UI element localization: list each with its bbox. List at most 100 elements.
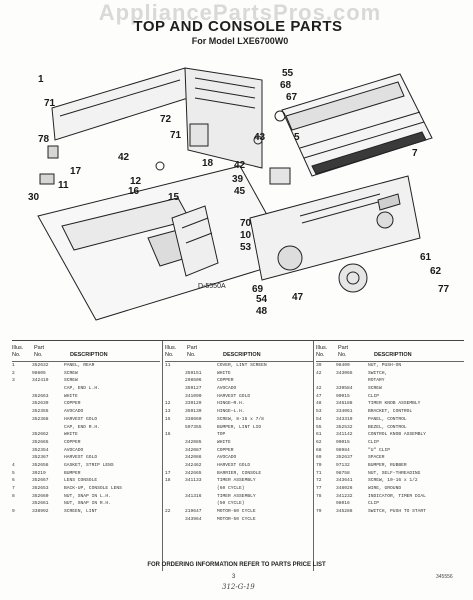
figure-callouts: 1 71 78 30 17 11 16 12 72 71 42 18 15 55… — [28, 68, 450, 317]
description: AVOCADO — [217, 386, 237, 392]
description: HINGE—L.H. — [217, 409, 245, 415]
svg-text:53: 53 — [240, 242, 252, 253]
description: SCREW — [64, 378, 78, 384]
table-row: (60 CYCLE) — [165, 485, 313, 493]
svg-text:7: 7 — [412, 148, 418, 159]
description: NUT, SELF-THREADING — [368, 470, 421, 476]
part-no: 298506 — [185, 378, 202, 384]
illus-no: 42 — [316, 370, 322, 376]
svg-text:45: 45 — [234, 186, 246, 197]
svg-text:42: 42 — [118, 152, 130, 163]
svg-text:54: 54 — [256, 294, 268, 305]
part-no: 339129 — [185, 401, 202, 407]
rear-panel — [51, 67, 189, 141]
svg-text:10: 10 — [240, 230, 252, 241]
description: SCREW — [368, 386, 382, 392]
description: NUT, SNAP IN L.H. — [64, 493, 111, 499]
description: AVOCADO — [64, 447, 84, 453]
svg-text:43: 43 — [254, 132, 266, 143]
part-no: 342086 — [185, 455, 202, 461]
description: NUT, PUSH-ON — [368, 363, 402, 368]
part-no: 345286 — [336, 509, 353, 515]
description: SCREW, 8-15 x 7/8 — [217, 416, 264, 422]
illus-no: 3 — [12, 378, 15, 384]
part-no: 338992 — [32, 509, 49, 515]
illus-no: 39 — [316, 363, 322, 368]
illus-no: 48 — [316, 401, 322, 407]
part-no: 98758 — [336, 470, 350, 476]
handwritten-note: 312-G-19 — [222, 583, 255, 591]
svg-text:47: 47 — [292, 292, 304, 303]
svg-text:48: 48 — [256, 306, 268, 317]
part-no: 343964 — [185, 516, 202, 522]
illus-no: 69 — [316, 455, 322, 461]
description: BUMPER, RUBBER — [368, 462, 407, 468]
illus-no: 7 — [12, 486, 15, 491]
description: PANEL, REAR — [64, 363, 95, 368]
description: SCREEN, LINT — [64, 509, 98, 515]
part-no: 346188 — [336, 401, 353, 407]
part-no: 98400 — [336, 363, 350, 368]
part-no: 348026 — [336, 486, 353, 491]
svg-text:61: 61 — [420, 252, 432, 263]
part-no: 98016 — [336, 501, 350, 507]
page-title: TOP AND CONSOLE PARTS — [133, 18, 343, 35]
description: TIMER ASSEMBLY — [217, 493, 256, 499]
svg-text:77: 77 — [438, 284, 450, 295]
part-no: 352661 — [32, 501, 49, 507]
illus-no: 61 — [316, 432, 322, 438]
svg-text:69: 69 — [252, 284, 264, 295]
illus-no: 15 — [165, 416, 171, 422]
description: CONTROL KNOB ASSEMBLY — [368, 432, 426, 438]
illus-no: 78 — [316, 493, 322, 499]
description: HARVEST GOLD — [217, 393, 251, 399]
description: BARRIER, CONSOLE — [217, 470, 262, 476]
part-no: 352355 — [32, 409, 49, 415]
part-no: 359151 — [185, 370, 202, 376]
part-no: 342462 — [185, 462, 202, 468]
description: MOTOR-60 CYCLE — [217, 509, 256, 515]
description: PANEL, CONTROL — [368, 416, 407, 422]
ordering-footer: FOR ORDERING INFORMATION REFER TO PARTS … — [147, 562, 326, 568]
svg-text:71: 71 — [44, 98, 56, 109]
illus-no: 70 — [316, 462, 322, 468]
description: "U" CLIP — [368, 447, 391, 453]
illus-no: 1 — [12, 363, 15, 368]
exploded-parts-diagram: 1 71 78 30 17 11 16 12 72 71 42 18 15 55… — [28, 67, 450, 321]
description: CAP, END R.H. — [64, 424, 100, 430]
svg-text:12: 12 — [130, 176, 142, 187]
illus-no: 79 — [316, 509, 322, 515]
